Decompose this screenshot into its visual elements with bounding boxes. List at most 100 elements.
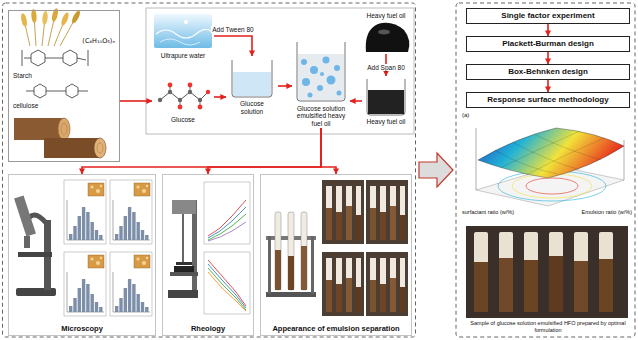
rheology-charts bbox=[204, 182, 250, 244]
water-image-node: Ultrapure water bbox=[152, 12, 214, 60]
dashed-frame bbox=[456, 3, 635, 337]
emulsion-beaker bbox=[334, 65, 340, 71]
emulsion-beaker bbox=[320, 72, 324, 76]
step-box: Plackett-Burman design bbox=[466, 36, 630, 52]
node-text: Microscopy bbox=[11, 324, 153, 333]
emulsion-beaker bbox=[337, 91, 342, 96]
flow-arrow bbox=[278, 85, 292, 87]
sample-photo bbox=[574, 261, 588, 312]
rheology-charts bbox=[208, 214, 246, 240]
glucose-molecule bbox=[158, 83, 210, 110]
starch-structure bbox=[88, 50, 89, 66]
starch-structure bbox=[45, 58, 63, 59]
emulsion-beaker bbox=[297, 42, 345, 101]
glucose-molecule bbox=[168, 90, 172, 94]
wheat-illustration bbox=[20, 13, 28, 28]
water-image bbox=[160, 39, 200, 45]
glucose-solution-beaker bbox=[233, 72, 271, 96]
heavy-fuel-oil-image bbox=[366, 23, 410, 52]
sample-photo bbox=[599, 259, 613, 312]
glucose-molecule bbox=[188, 83, 193, 88]
node-text: Single factor experiment bbox=[471, 11, 625, 21]
rheology-charts bbox=[208, 260, 246, 306]
node-text: Plackett-Burman design bbox=[471, 39, 625, 49]
micrograph-histograms bbox=[110, 180, 152, 244]
separation-photos bbox=[366, 180, 408, 244]
axis-label: surfactant ratio (w/%) bbox=[462, 209, 548, 216]
rheology-charts bbox=[208, 222, 246, 241]
separation-photos bbox=[322, 180, 408, 316]
wood-illustration bbox=[97, 143, 103, 153]
heavy-fuel-oil-beaker bbox=[368, 90, 404, 114]
glucose-molecule bbox=[198, 98, 202, 102]
node-text: Glucose solution bbox=[228, 100, 276, 116]
cellulose-structure bbox=[26, 91, 34, 92]
tube-rack-icon bbox=[311, 236, 314, 294]
separation-photos bbox=[322, 180, 364, 244]
tube-rack-icon bbox=[301, 246, 307, 290]
starch-structure bbox=[31, 50, 45, 66]
flow-arrow bbox=[547, 52, 549, 64]
starch-structure bbox=[22, 50, 23, 66]
flow-arrow bbox=[214, 96, 226, 98]
tube-rack-icon bbox=[288, 212, 294, 290]
water-image bbox=[154, 14, 212, 48]
wheat-illustration bbox=[70, 10, 81, 25]
rheometer-icon bbox=[170, 272, 198, 276]
tube-rack-icon bbox=[275, 212, 281, 290]
heavy-fuel-oil-beaker bbox=[367, 79, 405, 115]
flow-arrow bbox=[82, 128, 321, 174]
beaker-node: Glucose solution bbox=[226, 56, 278, 116]
edge-label: Add Span 80 bbox=[326, 61, 446, 72]
sample-photo bbox=[474, 262, 488, 312]
response-surface-plot bbox=[512, 174, 592, 198]
photo-caption: Sample of glucose solution emulsified HF… bbox=[464, 320, 632, 333]
response-surface-plot bbox=[526, 138, 604, 175]
cellulose-structure bbox=[26, 84, 88, 98]
starch-structure bbox=[22, 50, 88, 66]
beaker-node: Heavy fuel oil bbox=[362, 76, 410, 126]
rheology-charts bbox=[208, 200, 246, 236]
rheometer-icon bbox=[176, 262, 192, 265]
response-surface-plot bbox=[500, 131, 580, 168]
cellulose-structure bbox=[78, 91, 88, 92]
node-text: Box-Behnken design bbox=[471, 67, 625, 77]
rheology-charts bbox=[208, 272, 246, 311]
node-text: Heavy fuel oil bbox=[364, 118, 408, 126]
starch-structure bbox=[24, 58, 31, 59]
glucose-molecule bbox=[188, 90, 192, 94]
starch-structure bbox=[77, 58, 86, 60]
node-text: Glucose solution emulsified heavy fuel o… bbox=[294, 105, 348, 128]
sample-photo bbox=[549, 256, 563, 312]
microscope-icon bbox=[18, 252, 52, 257]
tube-rack-icon bbox=[268, 236, 271, 294]
starch-structure bbox=[63, 50, 77, 66]
node-text: Response surface methodology bbox=[471, 95, 625, 105]
edge-label-text: Add Span 80 bbox=[366, 64, 406, 71]
sample-photo bbox=[474, 232, 488, 312]
panel-letter: (a) bbox=[462, 112, 492, 119]
flow-arrow bbox=[321, 128, 336, 174]
flow-arrow bbox=[214, 36, 252, 56]
process-panel bbox=[146, 8, 414, 134]
wood-illustration bbox=[58, 118, 70, 140]
tube-rack-icon bbox=[301, 212, 307, 290]
edge-label-text: Add Tween 80 bbox=[211, 26, 254, 33]
response-surface-plot bbox=[526, 178, 578, 194]
response-surface-plot bbox=[494, 150, 558, 174]
glucose-solution-beaker bbox=[232, 60, 272, 97]
flow-arrow bbox=[547, 24, 549, 36]
wood-illustration bbox=[14, 118, 64, 140]
step-box: Response surface methodology bbox=[466, 92, 630, 108]
wheat-illustration bbox=[20, 8, 82, 46]
micrograph-histograms bbox=[64, 252, 106, 316]
rheology-charts bbox=[204, 182, 250, 314]
tube-rack-icon bbox=[288, 256, 294, 290]
node-text: Starch bbox=[13, 72, 115, 80]
sample-photo bbox=[466, 226, 628, 318]
microscope-icon bbox=[14, 195, 36, 236]
microscope-icon bbox=[14, 195, 56, 296]
cellulose-structure bbox=[66, 84, 78, 98]
